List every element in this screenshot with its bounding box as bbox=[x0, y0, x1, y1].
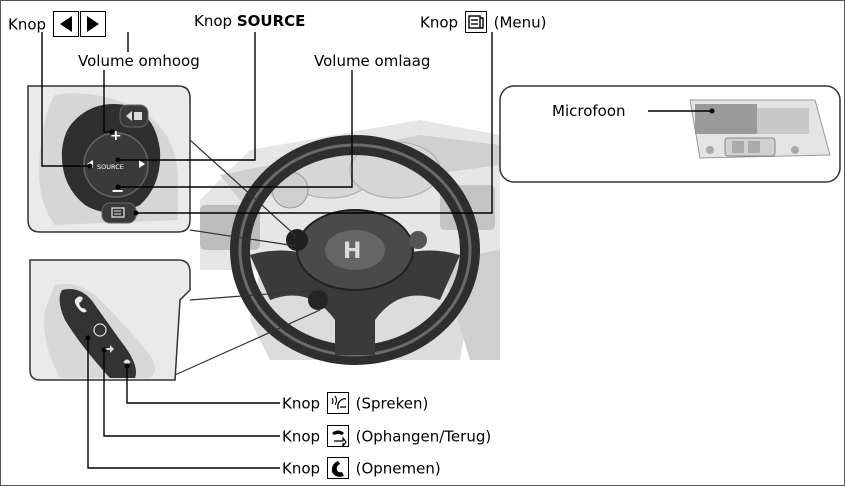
callout-lines bbox=[41, 32, 493, 469]
label-volume-up: Volume omhoog bbox=[78, 52, 200, 70]
right-arrow-icon bbox=[79, 11, 106, 37]
label-microphone: Microfoon bbox=[552, 102, 626, 120]
left-arrow-icon bbox=[52, 11, 79, 37]
label-knop-pickup: Knop (Opnemen) bbox=[282, 457, 441, 480]
label-volume-down: Volume omlaag bbox=[314, 52, 431, 70]
svg-text:+: + bbox=[110, 128, 122, 144]
talk-icon bbox=[326, 392, 349, 414]
label-knop-menu: Knop (Menu) bbox=[420, 11, 547, 34]
svg-text:−: − bbox=[111, 181, 124, 200]
hangup-back-icon bbox=[326, 425, 349, 447]
phone-controls-zoom-panel bbox=[29, 259, 321, 381]
steering-wheel: H bbox=[230, 135, 480, 365]
label-knop-source: Knop SOURCE bbox=[194, 12, 306, 30]
label-knop-talk: Knop (Spreken) bbox=[282, 392, 428, 415]
pickup-phone-icon bbox=[326, 457, 349, 479]
microphone-panel bbox=[499, 85, 841, 183]
svg-text:H: H bbox=[343, 239, 361, 264]
audio-controls-zoom-panel: + − SOURCE bbox=[27, 85, 297, 247]
label-knop-arrows: Knop bbox=[8, 11, 108, 38]
label-knop-hangup: Knop (Ophangen/Terug) bbox=[282, 425, 491, 448]
menu-icon bbox=[464, 11, 487, 33]
callout-dots bbox=[85, 108, 715, 369]
svg-text:SOURCE: SOURCE bbox=[97, 163, 124, 171]
